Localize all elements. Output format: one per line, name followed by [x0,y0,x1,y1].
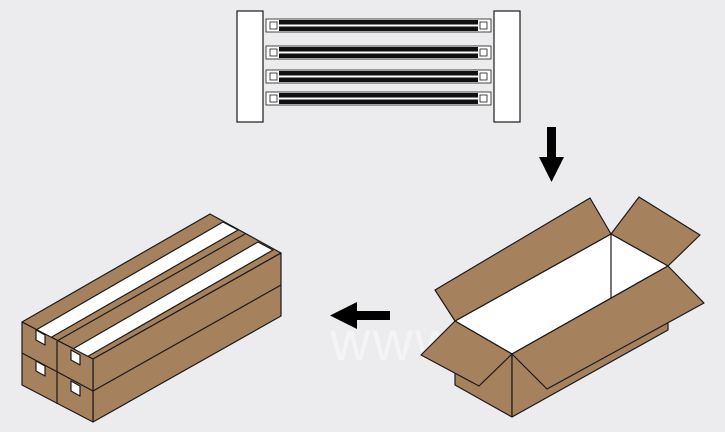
arrow-left-icon [330,302,390,329]
tube-2 [265,45,492,60]
tube-4 [265,91,492,106]
open-box [420,196,705,418]
box-flap-back-left [434,197,612,322]
stacked-boxes [21,213,282,423]
end-tab-3 [35,360,46,377]
end-board-right [493,10,521,123]
end-tab-4 [70,380,81,397]
end-board-left [236,10,264,123]
box-flap-left [420,320,513,387]
box-flap-front [511,265,705,390]
end-tab-2 [70,349,81,366]
tube-bundle [236,10,521,123]
end-tab-1 [35,329,46,346]
arrow-down-icon [539,127,564,182]
tube-3 [265,69,492,84]
tube-1 [265,18,492,33]
